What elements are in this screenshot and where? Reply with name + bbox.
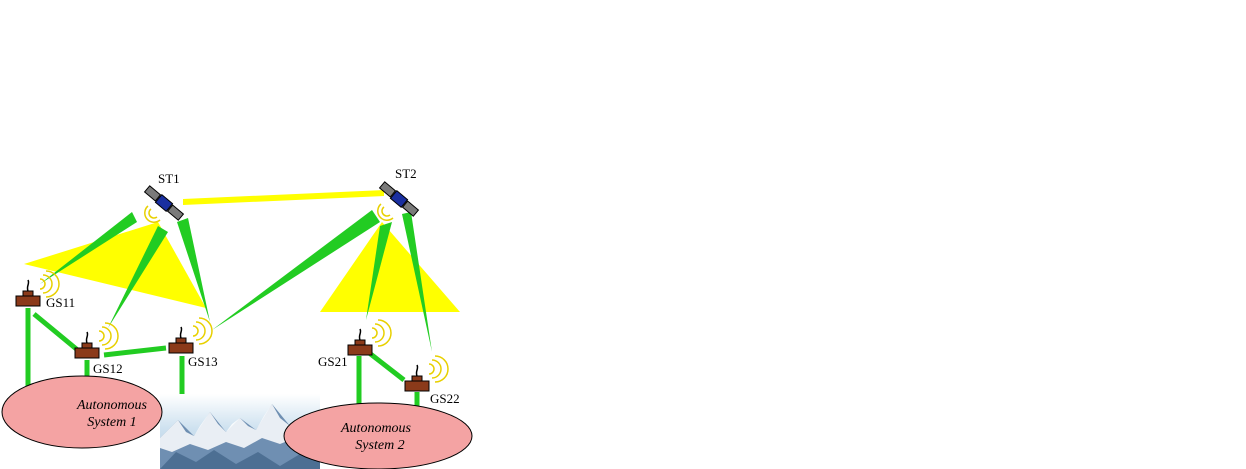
st2-footprint (320, 222, 460, 312)
gs11-label: GS11 (46, 295, 75, 310)
as2-label-line2: System 2 (355, 438, 404, 453)
gs22-label: GS22 (430, 391, 460, 406)
as2-label-line1: Autonomous (340, 421, 412, 436)
signal-waves-icon (377, 203, 394, 221)
ground-station-gs13 (168, 317, 213, 354)
beam-st2-gs22 (402, 212, 432, 352)
signal-waves-icon (144, 205, 161, 223)
ground-station-icon (74, 331, 100, 359)
link-gs21-gs22 (366, 350, 406, 382)
gs12-label: GS12 (93, 361, 123, 376)
signal-waves-icon (371, 319, 392, 347)
autonomous-system-2: Autonomous System 2 (283, 402, 473, 469)
beam-st1-gs13 (177, 218, 210, 322)
satellite-st1 (143, 185, 185, 223)
st2-label: ST2 (395, 166, 417, 181)
as1-label-line1: Autonomous (76, 398, 148, 413)
signal-waves-icon (428, 355, 449, 383)
autonomous-system-1: Autonomous System 1 (1, 375, 163, 449)
st1-label: ST1 (158, 171, 180, 186)
ground-station-icon (15, 279, 41, 307)
ground-station-icon (168, 326, 194, 354)
beam-st1-gs12 (108, 226, 168, 328)
satellite-icon (143, 185, 185, 221)
satellite-st2 (377, 181, 420, 221)
beam-st2-gs13 (212, 210, 380, 330)
gs13-label: GS13 (188, 354, 218, 369)
ground-station-gs12 (74, 322, 119, 359)
ground-station-gs22 (404, 355, 449, 392)
beam-st1-gs11 (40, 212, 137, 284)
ground-station-icon (404, 364, 430, 392)
satellite-icon (378, 181, 420, 217)
gs21-label: GS21 (318, 354, 348, 369)
link-gs11-gs12 (32, 312, 82, 354)
ground-station-gs11 (15, 270, 60, 307)
signal-waves-icon (98, 322, 119, 350)
ground-station-icon (347, 328, 373, 356)
signal-waves-icon (192, 317, 213, 345)
intersat-link (183, 190, 384, 205)
as1-label-line2: System 1 (87, 415, 136, 430)
signal-waves-icon (39, 270, 60, 298)
beam-st2-gs21 (366, 222, 392, 320)
ground-station-gs21 (347, 319, 392, 356)
link-gs12-gs13 (103, 345, 167, 358)
